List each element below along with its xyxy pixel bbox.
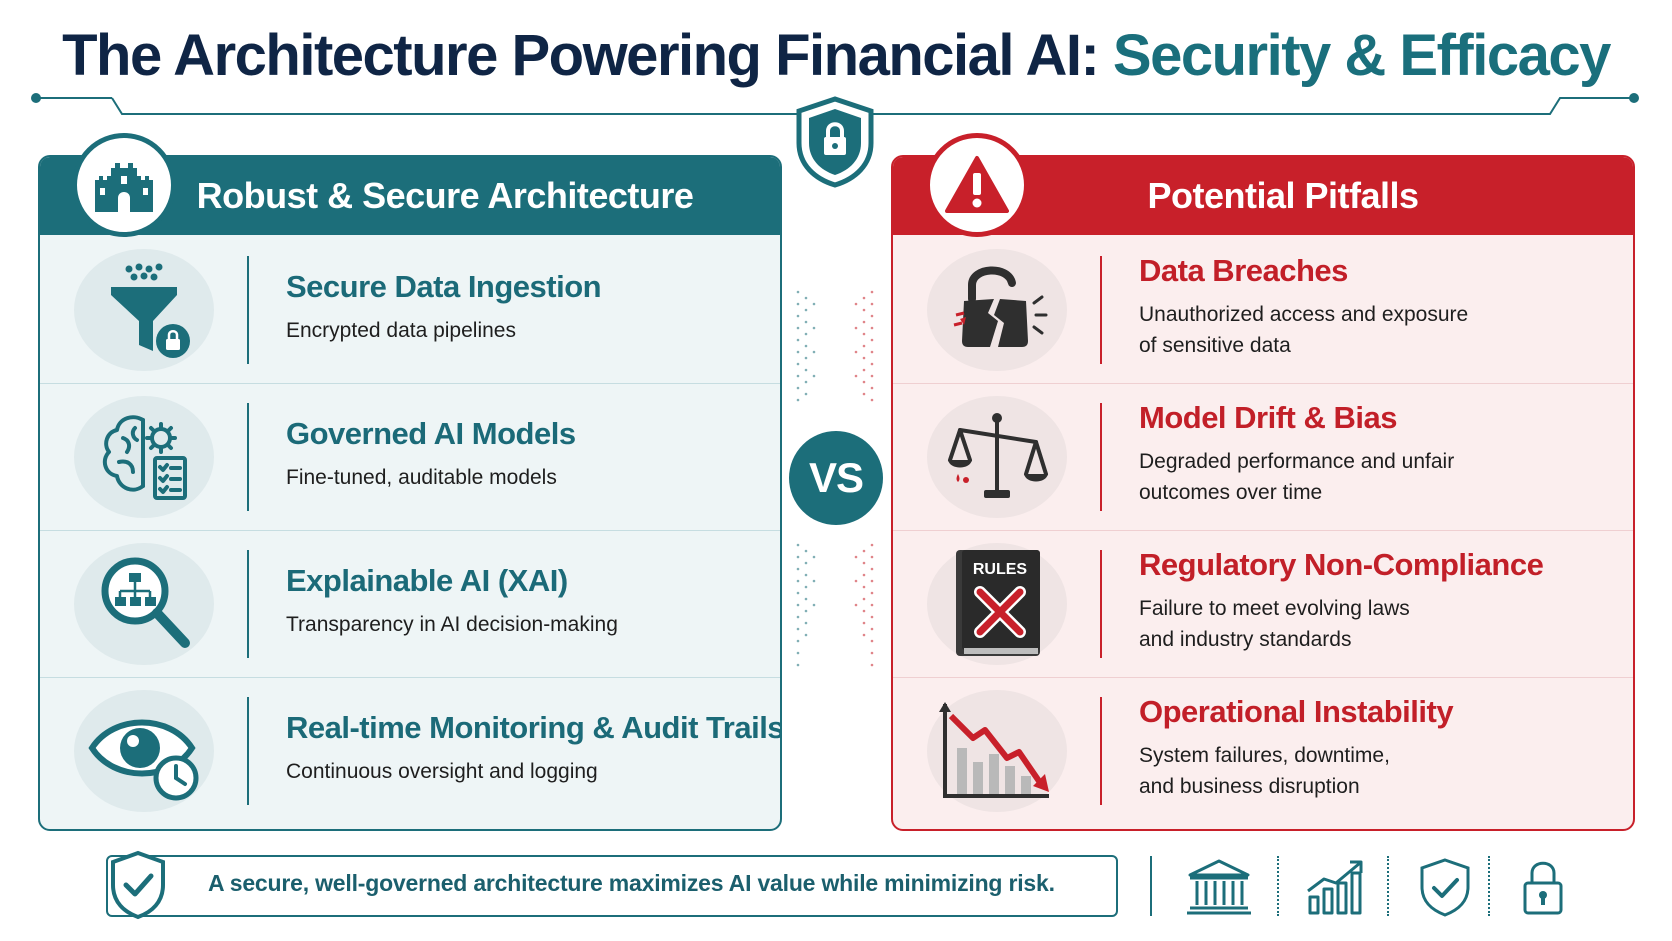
unbalanced-scale-icon <box>948 413 1048 498</box>
list-item: Data Breaches Unauthorized access and ex… <box>893 237 1633 383</box>
list-item: RULES Regulatory Non-Compliance Failure … <box>893 531 1633 677</box>
row-title: Model Drift & Bias <box>1139 400 1397 435</box>
list-item: Real-time Monitoring & Audit Trails Cont… <box>40 678 780 824</box>
row-desc: Unauthorized access and exposure of sens… <box>1139 303 1469 357</box>
footer-text: A secure, well-governed architecture max… <box>208 870 1055 896</box>
broken-lock-icon <box>953 266 1048 347</box>
row-title: Governed AI Models <box>286 416 576 451</box>
row-desc: Degraded performance and unfair outcomes… <box>1139 450 1455 504</box>
magnifier-hierarchy-icon <box>101 557 190 648</box>
castle-badge <box>72 133 176 237</box>
title-underline <box>31 93 1639 115</box>
list-item: Secure Data Ingestion Encrypted data pip… <box>40 237 780 383</box>
shield-check-icon <box>111 850 165 920</box>
warning-badge <box>925 133 1029 237</box>
title-main: The Architecture Powering Financial AI: <box>62 23 1100 88</box>
bank-icon <box>1187 859 1251 915</box>
row-desc: Failure to meet evolving laws and indust… <box>1139 597 1410 651</box>
potential-pitfalls-panel: Potential Pitfalls Data Breaches Unautho… <box>891 155 1635 831</box>
funnel-lock-icon <box>111 263 190 358</box>
eye-clock-icon <box>88 719 199 801</box>
list-item: Governed AI Models Fine-tuned, auditable… <box>40 384 780 530</box>
row-title: Explainable AI (XAI) <box>286 563 568 598</box>
row-desc: System failures, downtime, and business … <box>1139 744 1390 798</box>
secure-architecture-panel: Robust & Secure Architecture Secure Data… <box>38 155 782 831</box>
dotted-divider-bottom <box>796 543 874 667</box>
dotted-divider-top <box>796 290 874 402</box>
declining-chart-icon <box>939 702 1049 798</box>
row-title: Data Breaches <box>1139 253 1348 288</box>
row-desc: Continuous oversight and logging <box>286 760 598 783</box>
warning-icon <box>945 156 1009 213</box>
row-title: Real-time Monitoring & Audit Trails <box>286 710 782 745</box>
right-panel-header: Potential Pitfalls <box>893 157 1633 235</box>
growth-chart-icon <box>1307 860 1363 915</box>
rules-book-x-icon: RULES <box>956 550 1040 656</box>
list-item: Model Drift & Bias Degraded performance … <box>893 384 1633 530</box>
row-title: Operational Instability <box>1139 694 1454 729</box>
row-title: Regulatory Non-Compliance <box>1139 547 1544 582</box>
rules-label: RULES <box>973 561 1028 578</box>
row-desc: Fine-tuned, auditable models <box>286 466 557 489</box>
shield-check-icon <box>1420 858 1470 917</box>
list-item: Operational Instability System failures,… <box>893 678 1633 824</box>
title-accent: Security & Efficacy <box>1112 23 1611 88</box>
brain-gear-checklist-icon <box>102 415 187 500</box>
row-desc: Transparency in AI decision-making <box>286 613 618 636</box>
list-item: Explainable AI (XAI) Transparency in AI … <box>40 531 780 677</box>
padlock-icon <box>1523 861 1563 915</box>
row-title: Secure Data Ingestion <box>286 269 602 304</box>
vs-badge: VS <box>789 431 883 525</box>
row-desc: Encrypted data pipelines <box>286 319 516 342</box>
castle-icon <box>95 163 153 212</box>
footer-callout <box>106 855 1118 917</box>
page-title: The Architecture Powering Financial AI: … <box>0 22 1672 89</box>
center-shield-lock-icon <box>796 96 874 188</box>
